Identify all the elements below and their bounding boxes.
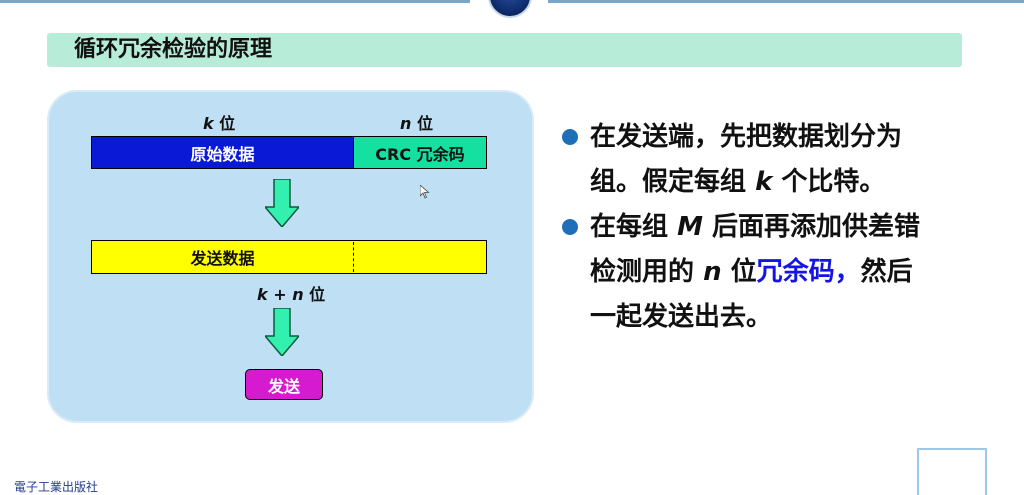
bullet-1-line-2: 组。假定每组 k 个比特。 [590, 167, 886, 197]
k-plus-n-bits-label: k + n 位 [257, 285, 326, 304]
send-data-block [91, 240, 487, 274]
bullet-dot-icon [562, 129, 578, 145]
send-data-label: 发送数据 [190, 249, 255, 268]
top-decor-line-right [548, 0, 1024, 3]
corner-decor-box [917, 448, 987, 495]
title-bar [47, 33, 962, 67]
bullet-2-line-3: 一起发送出去。 [590, 302, 773, 332]
mouse-cursor-icon [420, 185, 430, 199]
k-bits-label: k 位 [203, 114, 236, 133]
down-arrow-icon [265, 308, 299, 356]
n-bits-label: n 位 [400, 114, 433, 133]
bullet-2-line-2: 检测用的 n 位冗余码，然后 [590, 257, 913, 287]
down-arrow-icon [265, 179, 299, 227]
university-logo-icon [488, 0, 532, 18]
original-data-block: 原始数据 [91, 136, 354, 169]
bullet-dot-icon [562, 219, 578, 235]
bullet-list: 在发送端，先把数据划分为 组。假定每组 k 个比特。 在每组 M 后面再添加供差… [560, 115, 980, 340]
publisher-logo: 電子工業出版社 [14, 480, 99, 494]
bullet-item-1: 在发送端，先把数据划分为 组。假定每组 k 个比特。 [560, 115, 980, 205]
redundancy-code-highlight: 冗余码， [756, 257, 861, 287]
bullet-item-2: 在每组 M 后面再添加供差错 检测用的 n 位冗余码，然后 一起发送出去。 [560, 205, 980, 340]
send-block: 发送 [245, 369, 323, 400]
slide-title: 循环冗余检验的原理 [74, 37, 273, 62]
send-data-divider [353, 242, 354, 272]
bullet-2-line-1: 在每组 M 后面再添加供差错 [590, 212, 920, 242]
bullet-1-line-1: 在发送端，先把数据划分为 [590, 122, 903, 152]
crc-redundancy-block: CRC 冗余码 [353, 136, 487, 169]
top-decor-line-left [0, 0, 470, 3]
